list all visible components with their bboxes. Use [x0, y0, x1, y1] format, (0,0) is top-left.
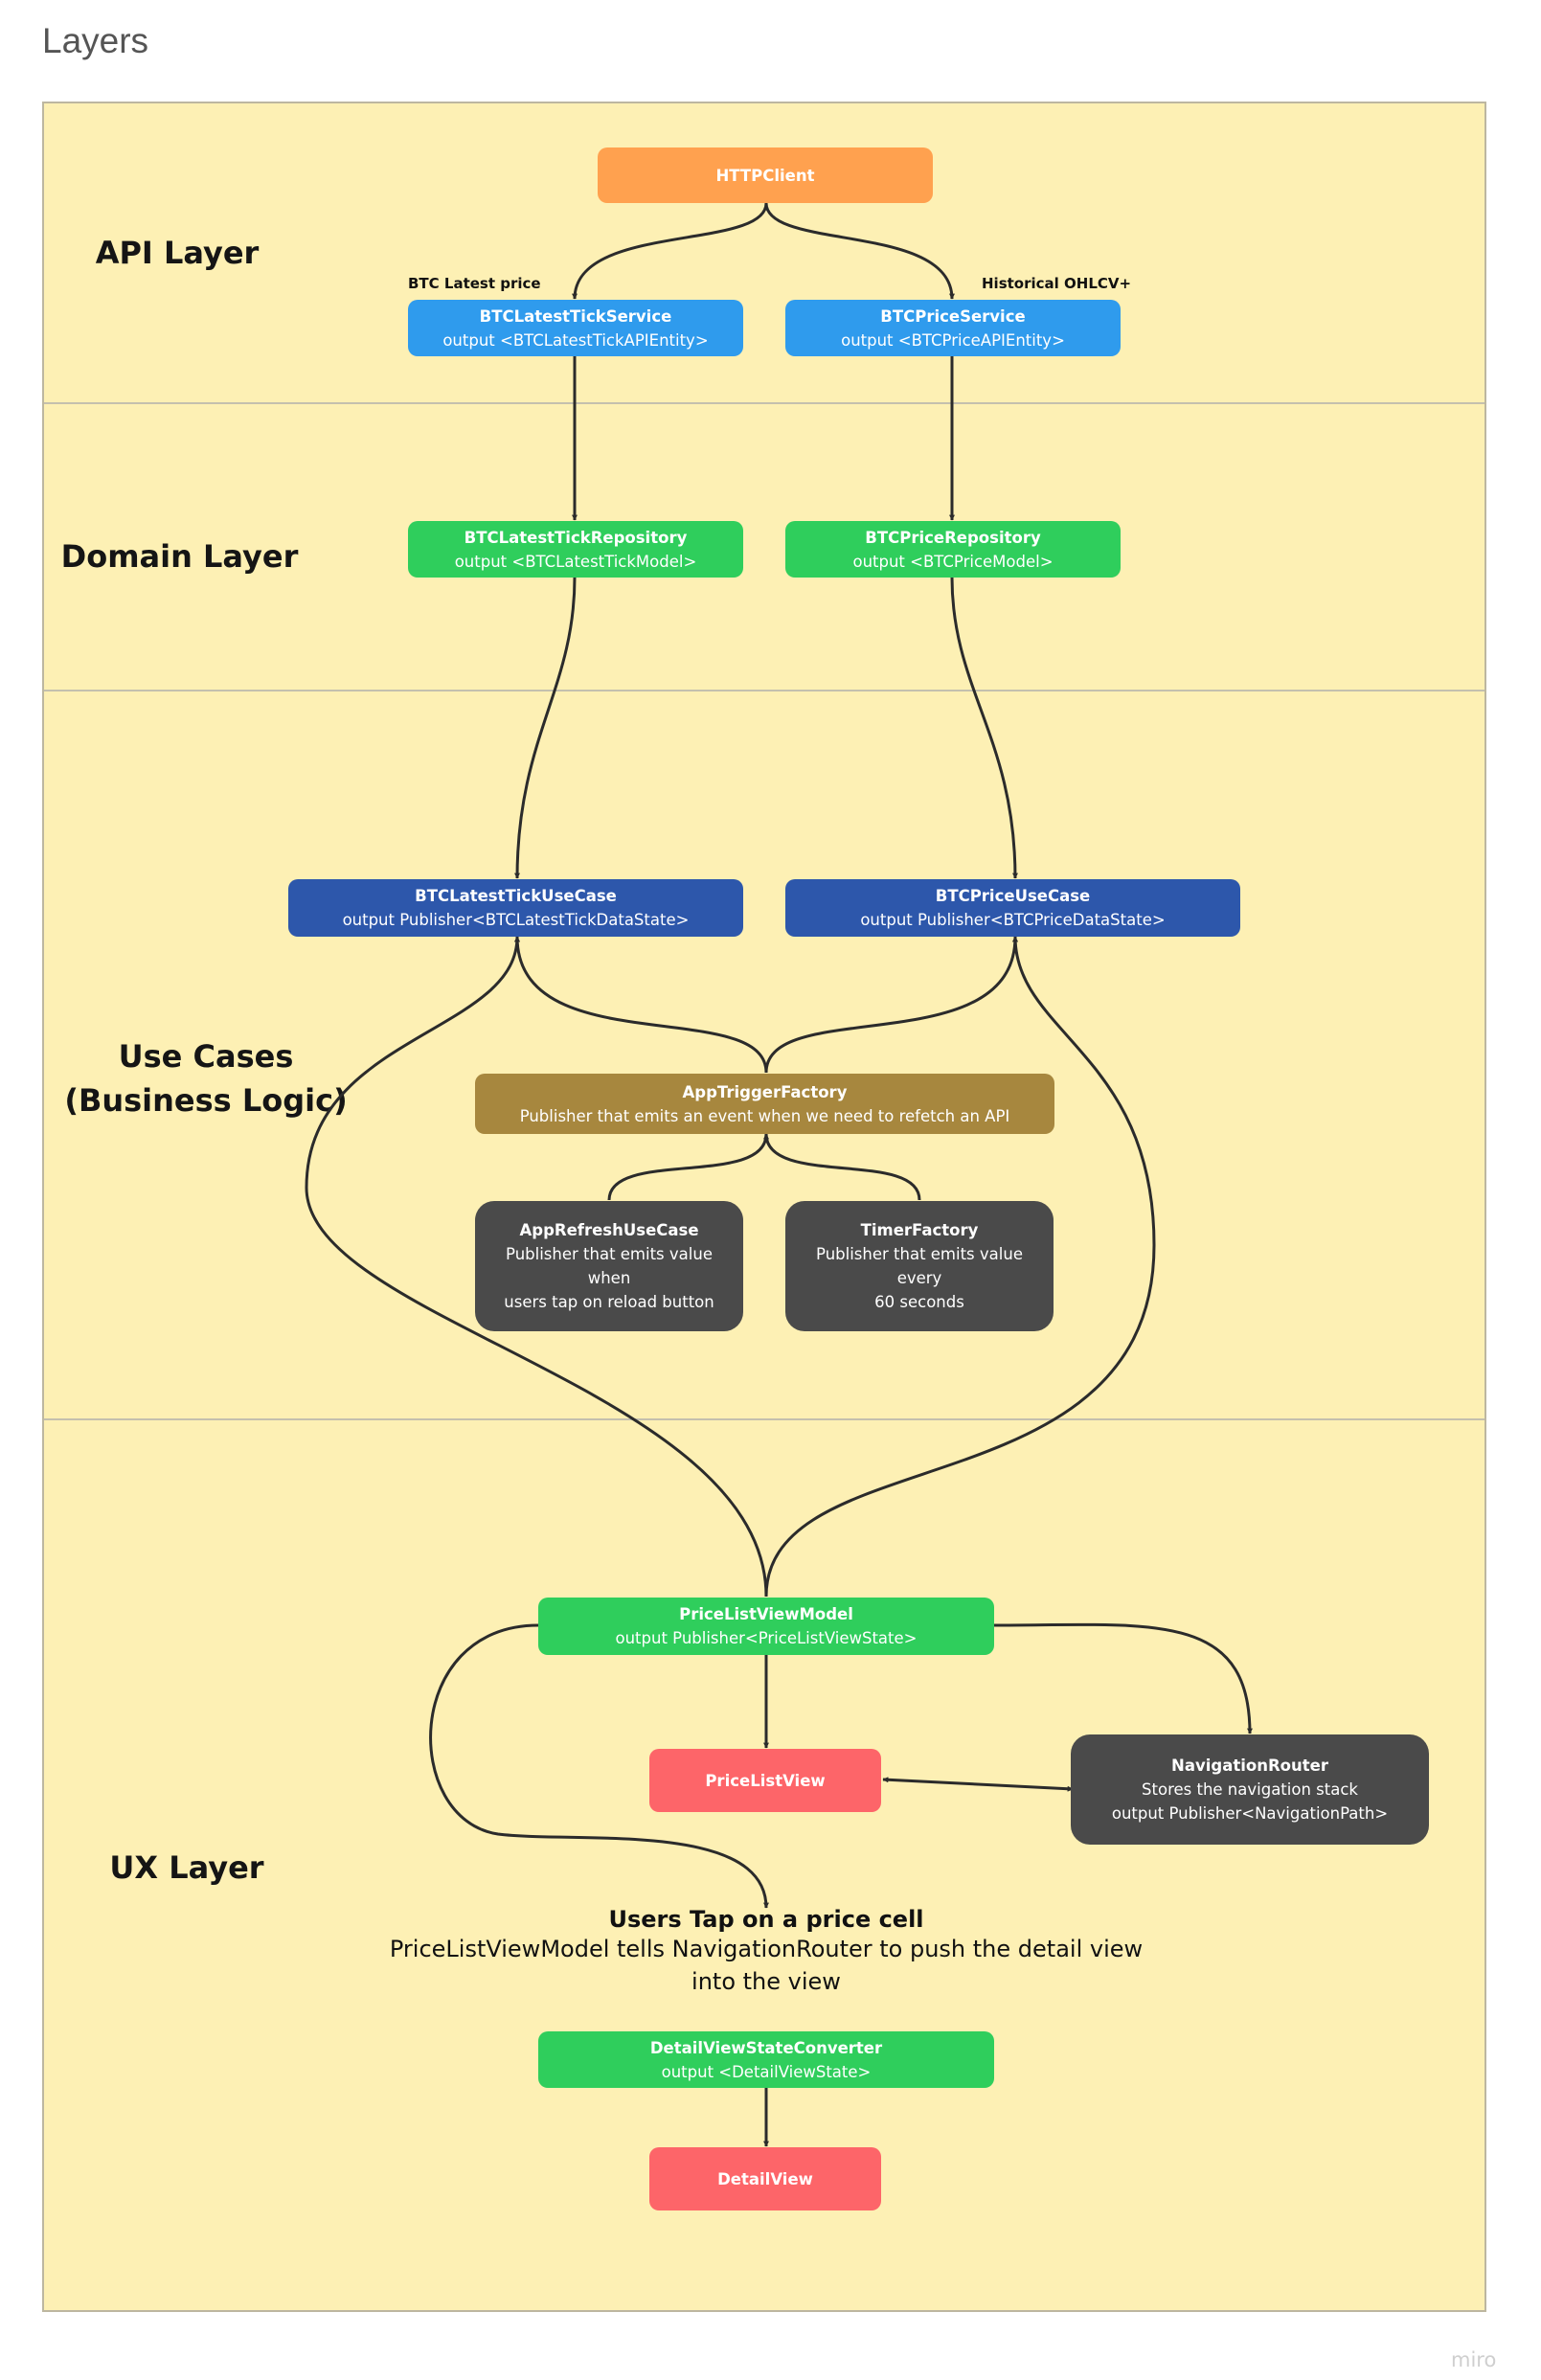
detail-view-state-converter-node[interactable]: DetailViewStateConverter output <DetailV…	[538, 2031, 994, 2088]
btc-price-repository-node[interactable]: BTCPriceRepository output <BTCPriceModel…	[785, 521, 1121, 578]
node-description: Stores the navigation stack	[1142, 1780, 1358, 1799]
node-title: PriceListViewModel	[679, 1605, 853, 1623]
layer-label-domain: Domain Layer	[60, 538, 299, 575]
price-list-view-node[interactable]: PriceListView	[649, 1749, 881, 1812]
node-title: BTCLatestTickService	[479, 306, 672, 326]
node-subtitle: output <DetailViewState>	[661, 2062, 872, 2081]
node-subtitle: output <BTCPriceModel>	[852, 552, 1054, 571]
node-title: BTCPriceUseCase	[935, 887, 1091, 905]
node-title: DetailViewStateConverter	[649, 2038, 883, 2057]
node-description: 60 seconds	[874, 1293, 964, 1311]
layer-divider	[44, 690, 1484, 691]
edge-label-btc-latest-price: BTC Latest price	[408, 275, 541, 292]
node-description: output Publisher<NavigationPath>	[1111, 1804, 1389, 1823]
node-subtitle: output <BTCPriceAPIEntity>	[841, 330, 1065, 350]
node-subtitle: Publisher that emits an event when we ne…	[519, 1106, 1010, 1125]
node-title: AppRefreshUseCase	[519, 1221, 699, 1239]
price-list-view-model-node[interactable]: PriceListViewModel output Publisher<Pric…	[538, 1598, 994, 1655]
node-title: BTCLatestTickUseCase	[415, 887, 617, 905]
node-title: HTTPClient	[715, 166, 815, 185]
layer-label-use-cases: Use Cases (Business Logic)	[64, 1038, 348, 1119]
node-title: AppTriggerFactory	[682, 1082, 848, 1101]
btc-price-use-case-node[interactable]: BTCPriceUseCase output Publisher<BTCPric…	[785, 879, 1240, 937]
user-tap-note: Users Tap on a price cell PriceListViewM…	[383, 1906, 1149, 1998]
btc-latest-tick-service-node[interactable]: BTCLatestTickService output <BTCLatestTi…	[408, 300, 743, 356]
layer-label-ux: UX Layer	[109, 1849, 264, 1886]
node-title: TimerFactory	[860, 1221, 979, 1239]
node-title: DetailView	[717, 2169, 813, 2188]
node-description: Publisher that emits value when	[506, 1245, 713, 1287]
layer-divider	[44, 1418, 1484, 1420]
navigation-router-node[interactable]: NavigationRouter Stores the navigation s…	[1071, 1734, 1429, 1845]
node-title: NavigationRouter	[1171, 1757, 1328, 1775]
detail-view-node[interactable]: DetailView	[649, 2147, 881, 2210]
layer-label-api: API Layer	[95, 235, 260, 271]
btc-latest-tick-use-case-node[interactable]: BTCLatestTickUseCase output Publisher<BT…	[288, 879, 743, 937]
layer-divider	[44, 402, 1484, 404]
app-trigger-factory-node[interactable]: AppTriggerFactory Publisher that emits a…	[475, 1074, 1054, 1134]
note-line: PriceListViewModel tells NavigationRoute…	[389, 1936, 1144, 1962]
node-subtitle: output Publisher<BTCPriceDataState>	[860, 911, 1166, 929]
node-title: BTCPriceService	[880, 306, 1026, 326]
node-title: BTCPriceRepository	[865, 528, 1041, 547]
node-description: users tap on reload button	[504, 1293, 714, 1311]
http-client-node[interactable]: HTTPClient	[598, 147, 933, 203]
edge-label-historical-ohlcv: Historical OHLCV+	[982, 275, 1132, 292]
timer-factory-node[interactable]: TimerFactory Publisher that emits value …	[785, 1201, 1054, 1331]
note-title: Users Tap on a price cell	[608, 1906, 924, 1933]
node-title: BTCLatestTickRepository	[464, 528, 688, 547]
node-description: Publisher that emits value every	[816, 1245, 1023, 1287]
note-line: into the view	[691, 1968, 841, 1995]
node-subtitle: output Publisher<BTCLatestTickDataState>	[342, 911, 690, 929]
app-refresh-use-case-node[interactable]: AppRefreshUseCase Publisher that emits v…	[475, 1201, 743, 1331]
node-subtitle: output <BTCLatestTickAPIEntity>	[442, 330, 709, 350]
miro-watermark: miro	[1451, 2348, 1497, 2371]
page-title: Layers	[42, 21, 149, 60]
node-title: PriceListView	[705, 1771, 826, 1790]
node-subtitle: output <BTCLatestTickModel>	[454, 552, 697, 571]
btc-latest-tick-repository-node[interactable]: BTCLatestTickRepository output <BTCLates…	[408, 521, 743, 578]
btc-price-service-node[interactable]: BTCPriceService output <BTCPriceAPIEntit…	[785, 300, 1121, 356]
node-subtitle: output Publisher<PriceListViewState>	[615, 1629, 918, 1647]
